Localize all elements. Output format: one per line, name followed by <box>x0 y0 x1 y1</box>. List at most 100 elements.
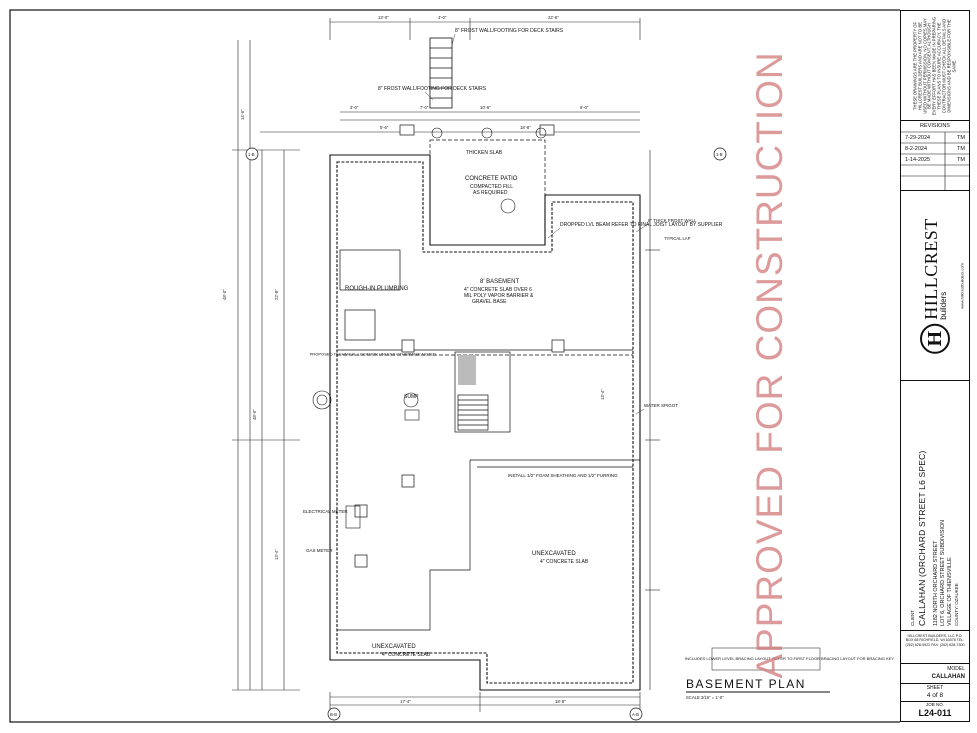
sheet-section: SHEET 4 of 8 <box>901 684 969 702</box>
job-section: JOB NO. L24-011 <box>901 702 969 721</box>
svg-text:AS REQUIRED: AS REQUIRED <box>473 190 508 196</box>
svg-text:6'-0": 6'-0" <box>580 105 589 110</box>
svg-text:18'-8": 18'-8" <box>555 699 566 704</box>
svg-text:THICKEN SLAB: THICKEN SLAB <box>466 150 503 156</box>
circle-footings <box>431 127 547 214</box>
svg-text:13'-0": 13'-0" <box>378 15 389 20</box>
company-block: HILLCREST BUILDERS, LLC P.O. BOX 68 RICH… <box>905 634 965 647</box>
address-line-3: VILLAGE OF THIENSVILLE <box>947 556 954 626</box>
deck-stairs-footing <box>429 37 453 109</box>
svg-text:3'-0": 3'-0" <box>350 105 359 110</box>
svg-text:5'-6": 5'-6" <box>380 125 389 130</box>
svg-text:TYPICAL LAP: TYPICAL LAP <box>664 236 691 241</box>
approved-stamp: APPROVED FOR CONSTRUCTION <box>749 51 790 679</box>
revision-grid <box>901 131 969 191</box>
svg-text:13'-4": 13'-4" <box>600 389 605 400</box>
svg-text:8" FROST WALL/FOOTING FOR DECK: 8" FROST WALL/FOOTING FOR DECK STAIRS <box>378 86 487 92</box>
project-label: CLIENT <box>909 609 915 626</box>
svg-text:13'-4": 13'-4" <box>274 549 279 560</box>
revisions-label: REVISIONS <box>920 123 950 129</box>
furnace-box <box>404 409 420 421</box>
plan-title: BASEMENT PLAN <box>686 677 806 691</box>
revision-row: 1-14-2025 TM <box>905 157 965 163</box>
svg-text:4'-0": 4'-0" <box>438 15 447 20</box>
address-line-4: COUNTY: OZAUKEE <box>954 582 960 626</box>
electric-panel <box>345 505 361 529</box>
revisions-section: REVISIONS 7-29-2024 TM 8-2-2024 TM 1-14-… <box>901 121 969 191</box>
disclaimer-section: THESE DRAWINGS ARE THE PROPERTY OF HILLC… <box>901 11 969 121</box>
svg-text:1-B: 1-B <box>716 152 723 157</box>
rough-plumbing-label: ROUGH-IN PLUMBING <box>345 286 409 292</box>
sheet-value: 4 of 8 <box>926 692 944 699</box>
logo-sub: builders <box>939 291 948 320</box>
svg-text:7'-0": 7'-0" <box>420 105 429 110</box>
project-title: CALLAHAN (ORCHARD STREET L6 SPEC) <box>916 449 927 626</box>
svg-text:INCLUDES LOWER LEVEL BRACING L: INCLUDES LOWER LEVEL BRACING LAYOUT. REF… <box>685 656 894 661</box>
plan-notes: 8" FROST WALL/FOOTING FOR DECK STAIRS 8"… <box>303 28 894 661</box>
svg-text:COMPACTED FILL: COMPACTED FILL <box>470 184 513 190</box>
grid-markers <box>245 147 727 721</box>
svg-text:MIL POLY VAPOR BARRIER &: MIL POLY VAPOR BARRIER & <box>464 293 534 299</box>
top-dimension-lines <box>260 18 641 133</box>
top-dimension-labels: 13'-0" 4'-0" 22'-6" 3'-0" 7'-0" 10'-6" 6… <box>350 15 589 130</box>
sheet-label: SHEET <box>926 685 944 691</box>
svg-text:8" THICK FROST WALL: 8" THICK FROST WALL <box>648 218 697 223</box>
basement-label: 8' BASEMENT <box>480 279 519 285</box>
plan-scale: SCALE 3/16" = 1'-0" <box>686 695 724 700</box>
svg-text:48'-0": 48'-0" <box>252 409 257 420</box>
project-section: CLIENT CALLAHAN (ORCHARD STREET L6 SPEC)… <box>901 381 969 631</box>
logo-name: HILLCREST <box>921 217 941 320</box>
leader-lines <box>424 33 649 415</box>
svg-text:DROPPED LVL BEAM REFER TO FINA: DROPPED LVL BEAM REFER TO FINAL JOIST LA… <box>560 222 723 228</box>
svg-text:17'-4": 17'-4" <box>400 699 411 704</box>
svg-text:INSTALL 1/2" FOAM SHEATHING AN: INSTALL 1/2" FOAM SHEATHING AND 1/2" FUR… <box>508 473 618 478</box>
svg-text:PROPOSED TECHNICAL LOCATION UN: PROPOSED TECHNICAL LOCATION UNLESS OTHER… <box>310 352 437 357</box>
interior-partitions <box>337 249 640 631</box>
model-label: MODEL <box>947 666 965 672</box>
unexcavated-sub-2: 4" CONCRETE SLAB <box>382 652 431 658</box>
posts <box>354 124 565 568</box>
sump-symbol <box>312 390 419 410</box>
bottom-dimension-lines <box>329 692 641 712</box>
concrete-patio <box>429 139 546 246</box>
svg-text:B-B: B-B <box>330 712 337 717</box>
address-line-2: LOT 6, ORCHARD STREET SUBDIVISION <box>940 519 947 626</box>
revision-row: 8-2-2024 TM <box>905 146 965 152</box>
website-text: www.hillcrestbuilders.com <box>959 262 965 309</box>
svg-text:22'-8": 22'-8" <box>274 289 279 300</box>
svg-text:1-B: 1-B <box>248 152 255 157</box>
project-info: CLIENT CALLAHAN (ORCHARD STREET L6 SPEC)… <box>910 386 960 626</box>
model-section: MODEL CALLAHAN <box>901 664 969 684</box>
unexcavated-sub-1: 4" CONCRETE SLAB <box>540 559 589 565</box>
hillcrest-logo: H HILLCREST builders <box>920 218 950 354</box>
disclaimer-text: THESE DRAWINGS ARE THE PROPERTY OF HILLC… <box>912 16 956 115</box>
svg-text:14'-6": 14'-6" <box>240 109 245 120</box>
unexcavated-label-1: UNEXCAVATED <box>532 551 576 557</box>
right-dimension-lines <box>645 150 660 690</box>
job-value: L24-011 <box>918 708 952 718</box>
svg-text:WATER SPIGOT: WATER SPIGOT <box>644 403 678 408</box>
svg-text:8" FROST WALL/FOOTING FOR DECK: 8" FROST WALL/FOOTING FOR DECK STAIRS <box>455 28 564 34</box>
logo-h-circle: H <box>920 323 950 354</box>
left-dimension-lines <box>232 40 300 691</box>
revision-row: 7-29-2024 TM <box>905 135 965 141</box>
svg-text:48'-0": 48'-0" <box>222 289 227 300</box>
svg-text:A-B: A-B <box>632 712 639 717</box>
beam-shade <box>458 355 476 385</box>
svg-text:10'-6": 10'-6" <box>480 105 491 110</box>
left-dimension-labels: 48'-0" 14'-6" 48'-0" 22'-8" 13'-4" <box>222 109 279 560</box>
unexcavated-label-2: UNEXCAVATED <box>372 644 416 650</box>
sump-label: SUMP <box>404 394 419 400</box>
svg-text:4" CONCRETE SLAB OVER 6: 4" CONCRETE SLAB OVER 6 <box>464 287 532 293</box>
basement-plan-drawing: 13'-0" 4'-0" 22'-6" 3'-0" 7'-0" 10'-6" 6… <box>9 9 900 723</box>
svg-text:GRAVEL BASE: GRAVEL BASE <box>472 299 507 305</box>
address-line-1: 1182 NORTH ORCHARD STREET <box>932 540 939 626</box>
model-value: CALLAHAN <box>931 674 965 680</box>
logo-section: H HILLCREST builders www.hillcrestbuilde… <box>901 191 969 381</box>
svg-text:GAS METER: GAS METER <box>306 548 333 553</box>
sheet-border <box>9 9 900 723</box>
grid-marker-labels: 1-B 1-B B-B A-B <box>248 152 723 717</box>
foundation-walls <box>329 154 641 691</box>
svg-text:22'-6": 22'-6" <box>548 15 559 20</box>
